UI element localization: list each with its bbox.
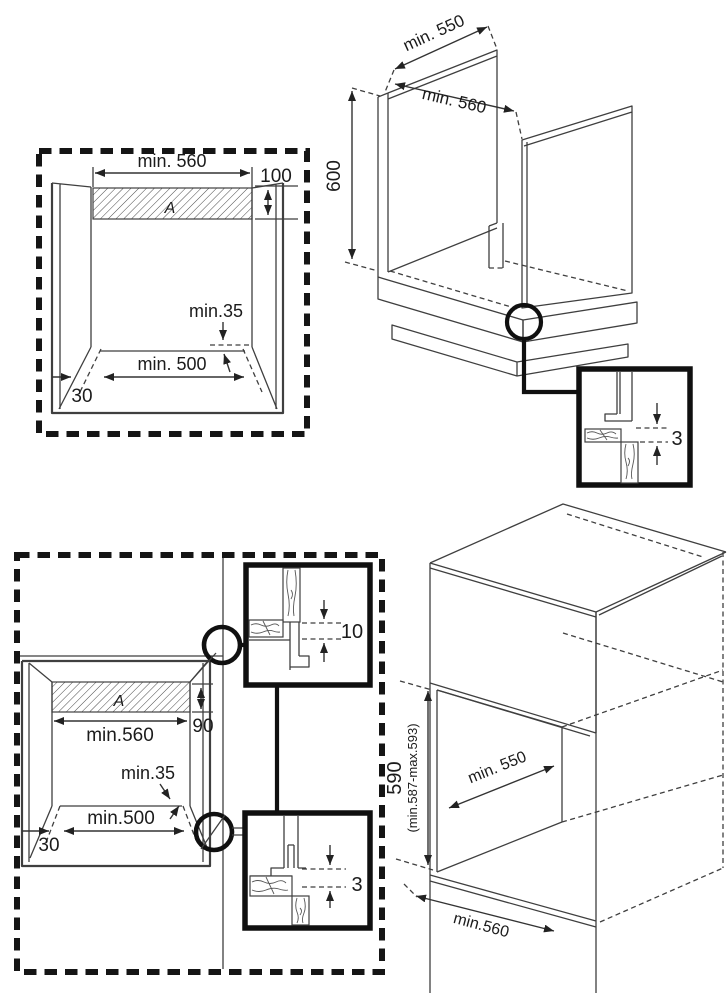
floor-arrow — [223, 353, 231, 373]
niche-hidden-edges — [561, 669, 724, 923]
dim-30-label: 30 — [38, 835, 59, 856]
niche-interior — [436, 689, 563, 873]
dim-min550-label: min. 550 — [400, 11, 467, 55]
ext-lines-min560 — [92, 167, 253, 188]
bottom-gap-detail: 3 — [242, 810, 373, 931]
dim-600-label: 600 — [324, 160, 345, 192]
bottom-cabinet-3d: 590 (min.587-max.593) min. 550 min.560 — [384, 503, 727, 993]
post-section — [291, 895, 310, 926]
dim-min560-ext — [515, 111, 523, 140]
detail-callout-connector — [521, 339, 577, 395]
oven-flange-section — [250, 816, 306, 877]
post-grain — [295, 897, 306, 924]
detail-callout-circle — [504, 302, 544, 342]
dim-min500-label: min. 500 — [137, 354, 206, 374]
dim-min560-label: min.560 — [86, 725, 154, 746]
dashed-frame — [14, 552, 385, 975]
shelf-section — [248, 619, 284, 638]
top-cabinet-3d: 600 min. 550 min. 560 — [324, 11, 638, 395]
gap-label: 3 — [351, 874, 362, 896]
ext-lines-90 — [192, 683, 213, 713]
dim-min560-3d — [394, 82, 515, 113]
oven-flange-section — [604, 372, 633, 422]
dim-min550 — [448, 765, 555, 809]
left-wall — [377, 92, 389, 277]
shelf-grain — [251, 876, 289, 895]
top-gap-detail: 3 — [576, 366, 693, 488]
dim-min550-label: min. 550 — [466, 748, 529, 787]
base-hidden-edges — [389, 260, 629, 310]
oven-flange-section — [249, 622, 310, 670]
cabinet-inner-walls — [28, 661, 208, 862]
callout-leader-lower — [200, 814, 226, 850]
post-grain — [286, 569, 297, 617]
shelf-grain — [586, 429, 619, 441]
dim-min560-ext — [403, 883, 418, 898]
dim-min35-label: min.35 — [189, 301, 243, 321]
dim-min550-ext — [384, 25, 498, 93]
top-cutout-diagram: A min. 560 100 min.35 min. 500 30 — [36, 148, 310, 437]
base-front-right — [522, 301, 638, 343]
floor-feet — [58, 346, 278, 410]
upper-top-face — [429, 503, 727, 616]
back-panel-notch — [488, 222, 504, 268]
dim-min560 — [415, 894, 555, 933]
floor-feet-hidden — [77, 348, 263, 397]
shelf-section — [584, 428, 622, 443]
cabinet-outline — [20, 659, 212, 868]
detail-callout-circle-lower — [193, 811, 235, 853]
floor-arrow — [169, 805, 180, 820]
hatched-vent-strip — [51, 681, 191, 713]
floor-feet-hidden — [44, 805, 197, 846]
dim-590-ext — [395, 680, 434, 871]
detail-callout-circle-upper — [201, 624, 243, 666]
dim-100-label: 100 — [260, 166, 292, 187]
min35-arrow — [159, 783, 171, 800]
back-panel — [387, 49, 498, 273]
dim-min35-label: min.35 — [121, 763, 175, 783]
dim-90-label: 90 — [192, 716, 213, 737]
base-front-left — [377, 276, 524, 343]
upper-hidden-edges — [562, 513, 724, 868]
shelf-section — [249, 875, 293, 897]
bottom-cutout-diagram: A 90 min.560 min.35 min.500 30 — [14, 552, 385, 975]
dim-min560-label: min. 560 — [137, 151, 206, 171]
middle-gap-detail: 10 — [243, 562, 373, 688]
gap-label: 3 — [671, 428, 682, 450]
dim-590-label: 590 — [384, 761, 406, 794]
callout-leader-upper — [189, 652, 217, 683]
dim-min500-label: min.500 — [87, 808, 155, 829]
vent-zone-label: A — [113, 693, 125, 710]
post-section — [282, 567, 301, 623]
dim-590-range-label: (min.587-max.593) — [405, 723, 420, 832]
upper-front-face — [429, 562, 597, 737]
cabinet-outline — [50, 183, 285, 415]
gap-label: 10 — [341, 621, 363, 643]
dashed-frame — [36, 148, 310, 437]
right-wall — [521, 105, 633, 309]
vent-zone-label: A — [164, 200, 176, 217]
hatched-vent-strip — [92, 187, 253, 220]
post-grain — [624, 443, 635, 480]
plinth — [391, 324, 629, 377]
shelf-grain — [250, 620, 281, 636]
dim-30-label: 30 — [71, 386, 92, 407]
dim-600-ext — [344, 87, 381, 272]
dim-min560-3d-label: min. 560 — [420, 84, 488, 117]
cabinet-inner-walls — [51, 182, 284, 409]
dim-min550 — [394, 26, 488, 70]
dim-min560-label: min.560 — [451, 910, 510, 941]
ext-lines-100 — [255, 185, 298, 220]
